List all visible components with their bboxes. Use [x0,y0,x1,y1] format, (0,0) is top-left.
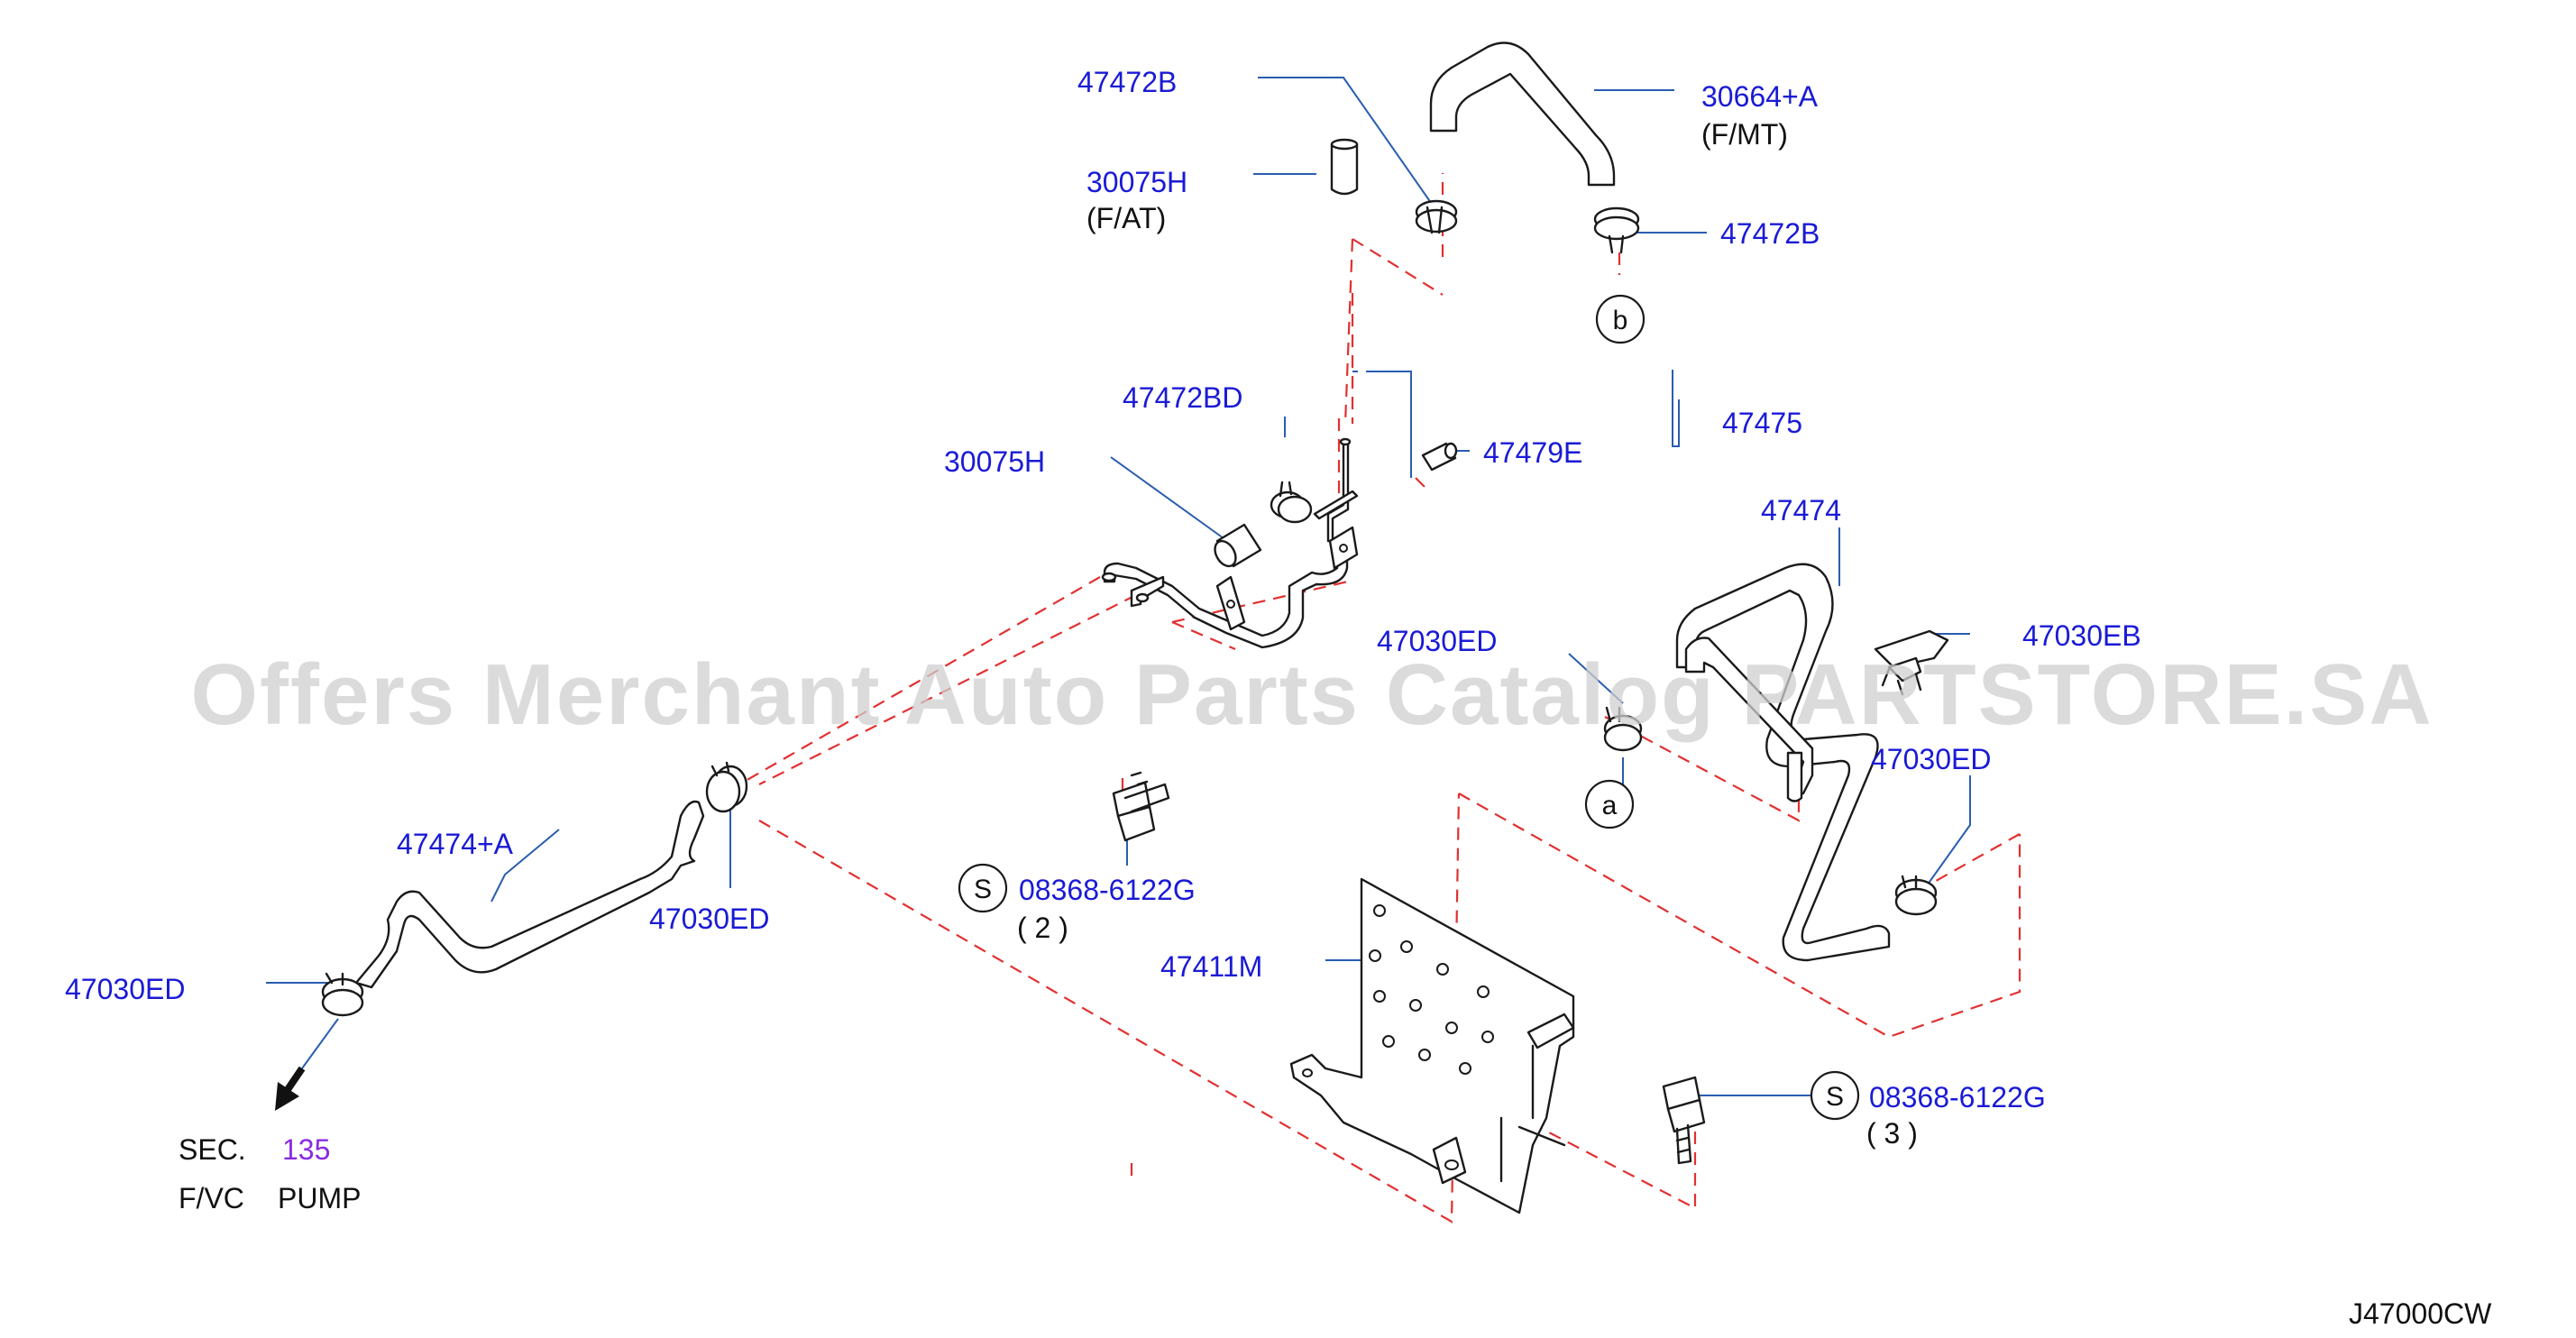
label-30075h-mid[interactable]: 30075H [944,445,1045,478]
clamp-47472b-right [1593,206,1640,254]
label-47479e[interactable]: 47479E [1483,436,1582,469]
bolt-08368-1 [1112,771,1170,842]
clamp-47030ed-mid [1603,706,1643,752]
label-47472b-top[interactable]: 47472B [1077,66,1177,98]
bolt-marker-2: S [1810,1070,1860,1121]
bolt-marker-1: S [958,863,1008,913]
label-47474[interactable]: 47474 [1761,494,1841,527]
sec-prefix: SEC. [179,1133,246,1166]
clamp-47472b-top [1415,199,1458,234]
svg-text:S: S [974,875,992,904]
label-fmt: (F/MT) [1701,118,1788,151]
svg-text:S: S [1826,1082,1844,1112]
label-fat: (F/AT) [1086,202,1166,234]
label-30075h-top[interactable]: 30075H [1086,166,1187,198]
section-reference: SEC. 135 F/VC PUMP [179,1133,361,1214]
diagram-code: J47000CW [2349,1297,2492,1330]
bolt-08368-2 [1662,1076,1706,1165]
label-47030ed-hose[interactable]: 47030ED [649,903,769,935]
label-bolt-08368-1[interactable]: 08368-6122G [1019,874,1196,906]
direction-arrow [275,1066,306,1111]
connection-a-marker: a [1584,779,1635,829]
clamp-47030ed-hose [705,761,748,813]
part-labels[interactable]: 47472B 30664+A (F/MT) 30075H (F/AT) 4747… [65,66,2141,1150]
leader-lines [266,77,1971,1096]
clamp-47030ed-right [1894,875,1938,916]
label-47030ed-right[interactable]: 47030ED [1871,743,1991,775]
sec-number-link[interactable]: 135 [282,1133,330,1166]
label-47030eb[interactable]: 47030EB [2022,619,2141,652]
clip-47030eb [1874,629,1949,696]
label-47472b-right[interactable]: 47472B [1720,217,1820,250]
hose-47474 [1675,563,1891,962]
tube-bracket-47475 [1101,437,1359,649]
watermark-text: Offers Merchant Auto Parts Catalog PARTS… [190,646,2433,743]
label-47030ed-mid[interactable]: 47030ED [1377,625,1497,657]
plug-30075h-top [1330,138,1359,196]
hose-30664a [1429,41,1616,187]
label-bolt-1-qty: ( 2 ) [1017,912,1068,944]
label-30664a[interactable]: 30664+A [1701,80,1819,113]
label-47472bd[interactable]: 47472BD [1123,381,1242,414]
label-47411m[interactable]: 47411M [1160,950,1262,983]
label-47030ed-left[interactable]: 47030ED [65,973,185,1005]
clamp-47472bd [1270,481,1313,524]
plug-47479e [1421,442,1458,472]
label-bolt-2-qty: ( 3 ) [1866,1117,1918,1150]
label-47475[interactable]: 47475 [1722,407,1802,439]
svg-text:a: a [1602,791,1618,820]
svg-text:b: b [1613,306,1628,335]
sec-desc-1: F/VC [179,1182,244,1214]
bracket-47411m [1289,877,1575,1214]
hose-47474a [354,800,705,989]
label-47474a[interactable]: 47474+A [397,828,514,860]
clamp-47030ed-left [321,972,364,1017]
plug-30075h-mid [1214,523,1262,568]
sec-desc-2: PUMP [278,1182,361,1214]
label-bolt-08368-2[interactable]: 08368-6122G [1869,1081,2046,1113]
connection-b-marker: b [1595,294,1646,344]
